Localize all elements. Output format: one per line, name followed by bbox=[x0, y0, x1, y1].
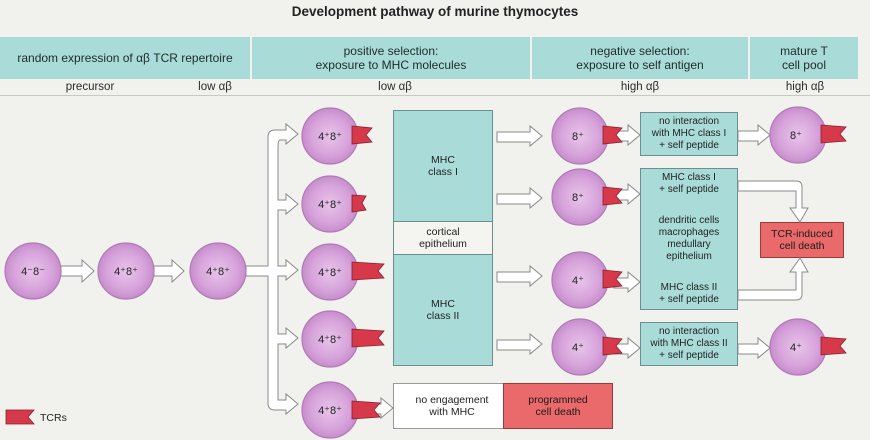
label-n1: 8⁺ bbox=[572, 131, 584, 143]
tcr-m1 bbox=[820, 124, 847, 144]
tcr-n4 bbox=[602, 336, 623, 356]
cortical-epithelium: cortical epithelium bbox=[393, 222, 493, 254]
tcr-flags bbox=[351, 124, 847, 420]
sublabel-high-2: high αβ bbox=[785, 81, 825, 93]
tcr-m2 bbox=[820, 336, 847, 356]
stage-random-label: random expression of αβ TCR repertoire bbox=[17, 51, 233, 65]
cortex-mhc-class-1: MHC class I bbox=[393, 110, 493, 222]
tcr-induced-cell-death-box: TCR-induced cell death bbox=[760, 222, 844, 258]
no-interaction-mhc2-label: no interaction with MHC class II + self … bbox=[650, 326, 728, 361]
arrow-branch-trunk bbox=[245, 122, 299, 416]
tcr-p5 bbox=[351, 400, 381, 420]
cortical-epithelium-label: cortical epithelium bbox=[419, 226, 467, 250]
tcr-p4 bbox=[351, 328, 385, 348]
label-c2: 4⁺8⁺ bbox=[114, 266, 138, 278]
programmed-cell-death-label: programmed cell death bbox=[528, 394, 588, 418]
arrow-mhc1-death bbox=[737, 180, 809, 223]
arrow-mhc2-death bbox=[737, 257, 809, 301]
tcr-induced-cell-death-label: TCR-induced cell death bbox=[771, 228, 833, 252]
stage-negative: negative selection: exposure to self ant… bbox=[532, 37, 748, 79]
arrow-p3-n3 bbox=[496, 264, 543, 288]
arrow-p4-n4 bbox=[496, 332, 543, 356]
label-n2: 8⁺ bbox=[572, 192, 584, 204]
label-c1: 4⁻8⁻ bbox=[21, 266, 45, 278]
no-engagement-label: no engagement with MHC bbox=[415, 394, 489, 418]
stage-positive-label: positive selection: exposure to MHC mole… bbox=[315, 44, 467, 72]
sublabel-high-1: high αβ bbox=[620, 81, 660, 93]
cortex-mhc-class-2: MHC class II bbox=[393, 254, 493, 366]
cell-c3 bbox=[189, 242, 247, 300]
arrow-noint2-m2 bbox=[737, 336, 771, 360]
arrow-n3-medulla bbox=[613, 270, 641, 294]
no-interaction-mhc1-box: no interaction with MHC class I + self p… bbox=[640, 112, 738, 156]
arrow-p2-n2 bbox=[496, 186, 543, 210]
no-interaction-mhc1-label: no interaction with MHC class I + self p… bbox=[651, 116, 727, 151]
sublabel-low-1: low αβ bbox=[198, 81, 232, 93]
tcr-n2 bbox=[602, 186, 623, 206]
stage-positive: positive selection: exposure to MHC mole… bbox=[252, 37, 530, 79]
stage-mature-label: mature T cell pool bbox=[780, 44, 828, 72]
legend-tcr-flag-icon bbox=[5, 409, 35, 425]
medulla-box: MHC class I + self peptide dendritic cel… bbox=[640, 168, 738, 310]
stage-random: random expression of αβ TCR repertoire bbox=[0, 37, 250, 79]
sublabel-divider bbox=[0, 95, 870, 96]
label-m2: 4⁺ bbox=[790, 342, 802, 354]
label-n4: 4⁺ bbox=[572, 342, 584, 354]
arrow-noint1-m1 bbox=[737, 123, 771, 147]
tcr-p2 bbox=[351, 194, 367, 213]
cortex-mhc-class-2-label: MHC class II bbox=[426, 298, 460, 322]
mhc2-self-peptide-label: MHC class II + self peptide bbox=[659, 282, 719, 305]
label-c3: 4⁺8⁺ bbox=[206, 266, 230, 278]
no-interaction-mhc2-box: no interaction with MHC class II + self … bbox=[640, 322, 738, 366]
label-p3: 4⁺8⁺ bbox=[318, 267, 342, 279]
sublabel-low-2: low αβ bbox=[378, 81, 412, 93]
tcr-n1 bbox=[602, 125, 623, 145]
tcr-n3 bbox=[602, 269, 623, 289]
arrow-p1-n1 bbox=[496, 124, 543, 148]
label-p2: 4⁺8⁺ bbox=[318, 199, 342, 211]
mhc1-self-peptide-label: MHC class I + self peptide bbox=[659, 172, 719, 195]
legend-tcr-label: TCRs bbox=[40, 412, 67, 424]
tcr-p1 bbox=[351, 125, 373, 145]
programmed-cell-death-box: programmed cell death bbox=[503, 383, 613, 429]
cell-c2 bbox=[97, 242, 155, 300]
label-n3: 4⁺ bbox=[572, 275, 584, 287]
no-engagement-box: no engagement with MHC bbox=[393, 383, 511, 429]
label-p1: 4⁺8⁺ bbox=[318, 131, 342, 143]
stage-negative-label: negative selection: exposure to self ant… bbox=[576, 44, 704, 72]
tcr-p3 bbox=[351, 261, 385, 281]
label-p5: 4⁺8⁺ bbox=[318, 405, 342, 417]
label-p4: 4⁺8⁺ bbox=[318, 334, 342, 346]
label-m1: 8⁺ bbox=[790, 130, 802, 142]
cortex-mhc-class-1-label: MHC class I bbox=[428, 154, 458, 178]
arrow-c2-c3 bbox=[153, 258, 185, 284]
arrow-c1-c2 bbox=[60, 258, 95, 284]
cell-c1 bbox=[4, 242, 62, 300]
figure-title: Development pathway of murine thymocytes bbox=[291, 4, 579, 19]
dendritic-cells-label: dendritic cells macrophages medullary ep… bbox=[658, 215, 720, 262]
stage-mature: mature T cell pool bbox=[750, 37, 858, 79]
sublabel-precursor: precursor bbox=[65, 81, 115, 93]
